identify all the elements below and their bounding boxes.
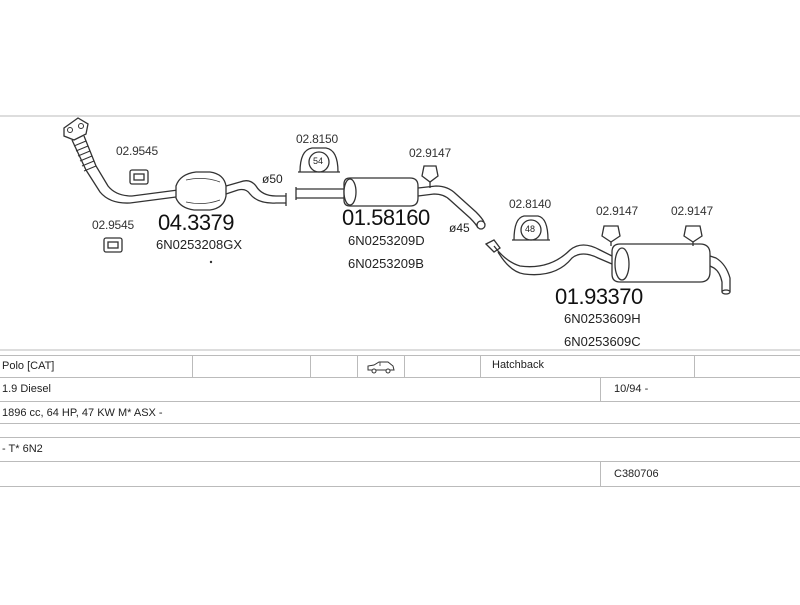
manifold-flange: [63, 117, 89, 141]
body-type-label: Hatchback: [492, 359, 544, 371]
exhaust-ring-front-icon: [298, 147, 340, 173]
ring-code-label: 02.8150: [296, 132, 338, 146]
stray-dot: [209, 260, 213, 264]
oem-number-label: 6N0253208GX: [156, 237, 243, 252]
oem-number-label: 6N0253209D: [348, 233, 425, 248]
front-pipe-part: [71, 135, 287, 211]
ring-code-label: 02.8140: [509, 197, 551, 211]
exhaust-ring-rear-icon: [512, 215, 550, 241]
info-row-catalog: C380706: [0, 461, 800, 487]
rubber-hanger-icon: [601, 225, 621, 246]
part-code-label: 01.58160: [342, 205, 430, 230]
part-code-label: 01.93370: [555, 284, 643, 309]
ring-size-label: 54: [313, 156, 324, 166]
clamp-icon: [103, 237, 123, 253]
diameter-label: ø45: [449, 221, 470, 235]
catalog-number-label: C380706: [614, 468, 659, 480]
model-label: Polo [CAT]: [2, 360, 55, 372]
clamp-code-label: 02.9545: [116, 144, 158, 158]
oem-number-label: 6N0253609H: [564, 311, 641, 326]
rubber-hanger-icon: [683, 225, 703, 246]
oem-number-label: 6N0253209B: [348, 256, 424, 271]
info-row-engine: 1.9 Diesel 10/94 -: [0, 377, 800, 402]
engine-label: 1.9 Diesel: [2, 383, 51, 395]
clamp-icon: [129, 169, 149, 185]
part-code-label: 04.3379: [158, 210, 235, 235]
info-row-model: Polo [CAT] Hatchback: [0, 355, 800, 378]
rear-silencer-part: [484, 239, 731, 295]
date-label: 10/94 -: [614, 383, 649, 395]
diameter-label: ø50: [262, 172, 283, 186]
car-icon: [366, 360, 396, 379]
specs-label: 1896 cc, 64 HP, 47 KW M* ASX -: [2, 407, 163, 419]
hanger-code-label: 02.9147: [409, 146, 451, 160]
hanger-code-label: 02.9147: [596, 204, 638, 218]
info-row-empty: [0, 423, 800, 438]
info-row-specs: 1896 cc, 64 HP, 47 KW M* ASX -: [0, 401, 800, 424]
oem-number-label: 6N0253609C: [564, 334, 641, 349]
middle-silencer-part: [295, 177, 486, 230]
type-label: - T* 6N2: [2, 443, 43, 455]
clamp-code-label: 02.9545: [92, 218, 134, 232]
info-row-type: - T* 6N2: [0, 437, 800, 462]
hanger-code-label: 02.9147: [671, 204, 713, 218]
ring-size-label: 48: [525, 224, 536, 234]
rubber-hanger-icon: [421, 165, 439, 188]
